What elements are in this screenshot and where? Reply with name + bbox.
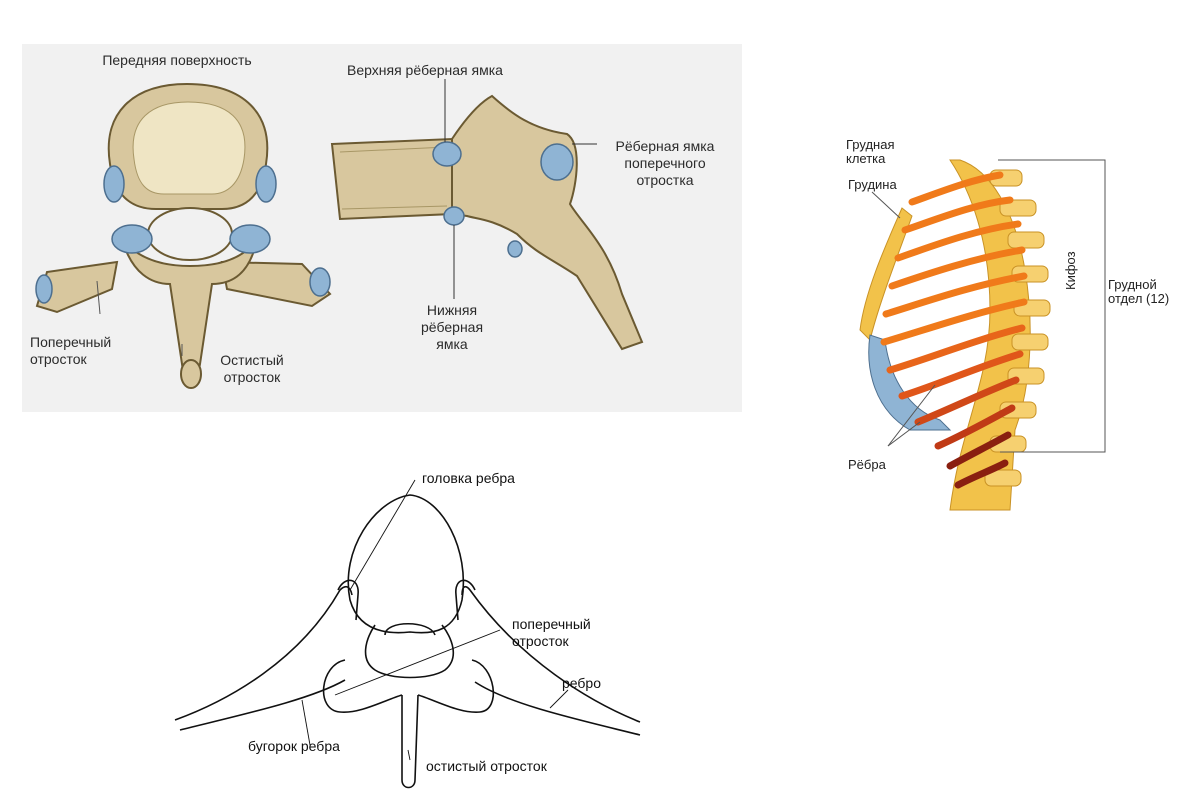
label-thoracic-region: Грудной отдел (12) <box>1108 277 1170 306</box>
label-spinous-process-b: остистый отросток <box>426 758 547 774</box>
thorax-panel: Грудная клетка Грудина Рёбра Кифоз Грудн… <box>840 130 1200 520</box>
label-rib: ребро <box>562 675 602 691</box>
label-transverse-costal-facet: Рёберная ямка поперечного отростка <box>615 138 715 188</box>
thorax-illustration <box>859 159 1106 511</box>
label-superior-costal-facet: Верхняя рёберная ямка <box>347 62 503 78</box>
rib-joint-illustration <box>174 479 641 789</box>
label-spinous-process: Остистый отросток <box>220 352 284 385</box>
label-kyphosis: Кифоз <box>1063 251 1078 290</box>
label-sternum: Грудина <box>848 177 897 192</box>
vertebra-panel: Передняя поверхность Поперечный отросток… <box>22 44 742 412</box>
label-anterior-surface: Передняя поверхность <box>102 52 252 68</box>
label-transverse-process: Поперечный отросток <box>30 334 112 367</box>
label-ribs: Рёбра <box>848 457 886 472</box>
label-thoracic-cage: Грудная клетка <box>846 137 895 166</box>
rib-joint-panel: головка ребра поперечный отросток ребро … <box>170 460 650 800</box>
label-rib-head: головка ребра <box>422 470 515 486</box>
label-inferior-costal-facet: Нижняя рёберная ямка <box>420 302 484 352</box>
label-transverse-process-b: поперечный отросток <box>512 616 591 649</box>
label-rib-tubercle: бугорок ребра <box>248 738 340 754</box>
vertebra-top-view-illustration <box>35 82 332 389</box>
vertebra-side-view-illustration <box>330 79 644 351</box>
